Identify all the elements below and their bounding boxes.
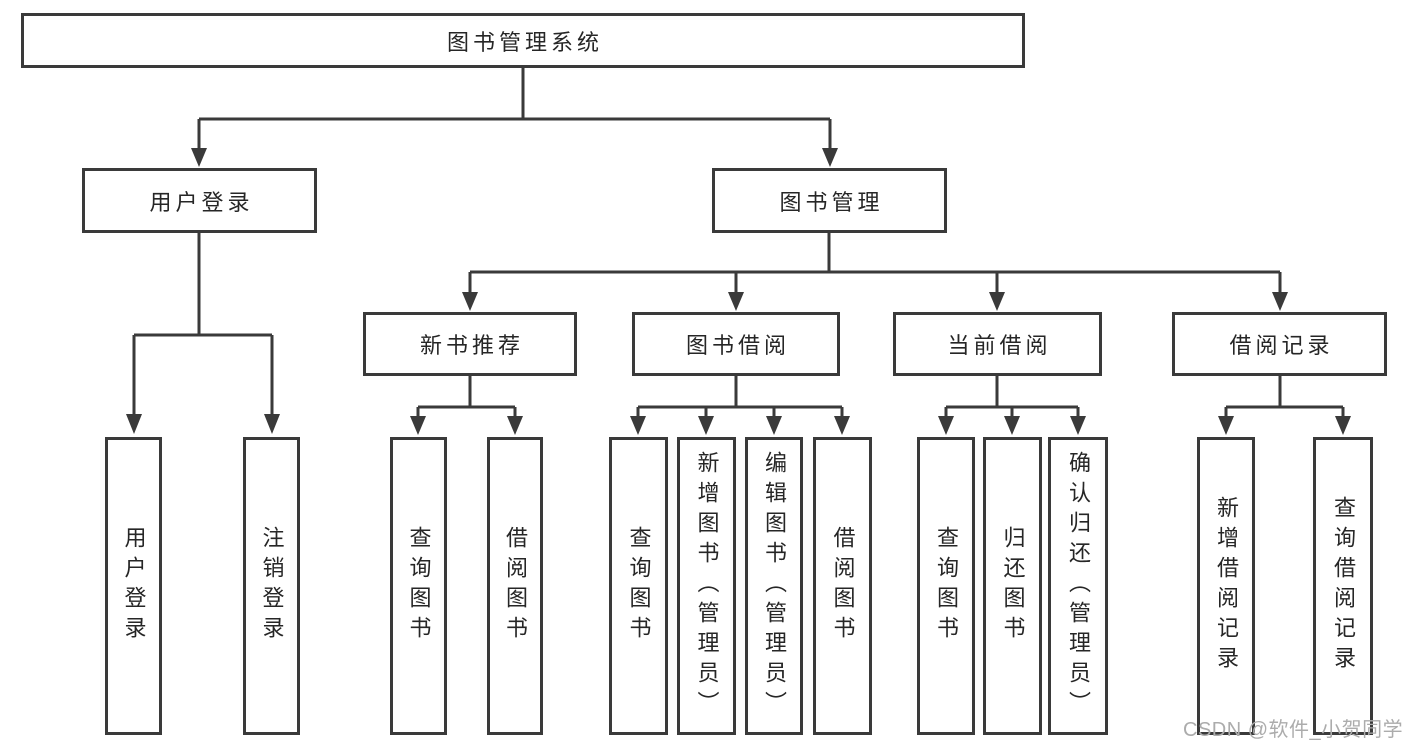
node-root: 图书管理系统 <box>21 13 1025 68</box>
node-current-borrowing: 当前借阅 <box>893 312 1102 376</box>
leaf-return-books-label: 归还图书 <box>1000 526 1026 646</box>
leaf-query-books-recommend-label: 查询图书 <box>406 526 432 646</box>
leaf-query-books-current: 查询图书 <box>917 437 975 735</box>
node-current-borrowing-label: 当前借阅 <box>947 333 1052 358</box>
node-book-borrowing-label: 图书借阅 <box>685 333 790 358</box>
leaf-user-login: 用户登录 <box>105 437 162 735</box>
leaf-logout: 注销登录 <box>243 437 300 735</box>
leaf-edit-book-admin: 编辑图书（管理员） <box>745 437 803 735</box>
node-book-borrowing: 图书借阅 <box>632 312 840 376</box>
leaf-query-books-current-label: 查询图书 <box>934 526 959 646</box>
leaf-edit-book-admin-label: 编辑图书（管理员） <box>762 451 787 721</box>
leaf-logout-label: 注销登录 <box>259 526 285 646</box>
node-book-management: 图书管理 <box>712 168 947 233</box>
leaf-confirm-return-admin-label: 确认归还（管理员） <box>1066 451 1091 721</box>
leaf-user-login-label: 用户登录 <box>121 526 147 646</box>
leaf-add-book-admin: 新增图书（管理员） <box>677 437 736 735</box>
node-user-login-label: 用户登录 <box>149 189 254 215</box>
node-new-book-recommendation: 新书推荐 <box>363 312 577 376</box>
leaf-add-borrow-record: 新增借阅记录 <box>1197 437 1255 735</box>
node-borrowing-records: 借阅记录 <box>1172 312 1387 376</box>
leaf-borrow-books-recommend: 借阅图书 <box>487 437 543 735</box>
node-book-management-label: 图书管理 <box>779 189 884 215</box>
leaf-confirm-return-admin: 确认归还（管理员） <box>1048 437 1108 735</box>
leaf-query-books-borrowing-label: 查询图书 <box>626 526 652 646</box>
leaf-query-borrow-record: 查询借阅记录 <box>1313 437 1373 735</box>
leaf-borrow-books-recommend-label: 借阅图书 <box>503 526 528 646</box>
watermark: CSDN @软件_小贺同学 <box>1183 719 1404 741</box>
leaf-add-book-admin-label: 新增图书（管理员） <box>694 451 720 721</box>
leaf-query-borrow-record-label: 查询借阅记录 <box>1331 496 1356 676</box>
leaf-query-books-recommend: 查询图书 <box>390 437 447 735</box>
node-user-login: 用户登录 <box>82 168 317 233</box>
leaf-query-books-borrowing: 查询图书 <box>609 437 668 735</box>
node-root-label: 图书管理系统 <box>446 29 603 55</box>
node-borrowing-records-label: 借阅记录 <box>1229 333 1334 358</box>
leaf-borrow-books-borrowing: 借阅图书 <box>813 437 872 735</box>
node-new-book-recommendation-label: 新书推荐 <box>419 333 524 358</box>
leaf-borrow-books-borrowing-label: 借阅图书 <box>830 526 856 646</box>
leaf-add-borrow-record-label: 新增借阅记录 <box>1214 496 1239 676</box>
leaf-return-books: 归还图书 <box>983 437 1042 735</box>
